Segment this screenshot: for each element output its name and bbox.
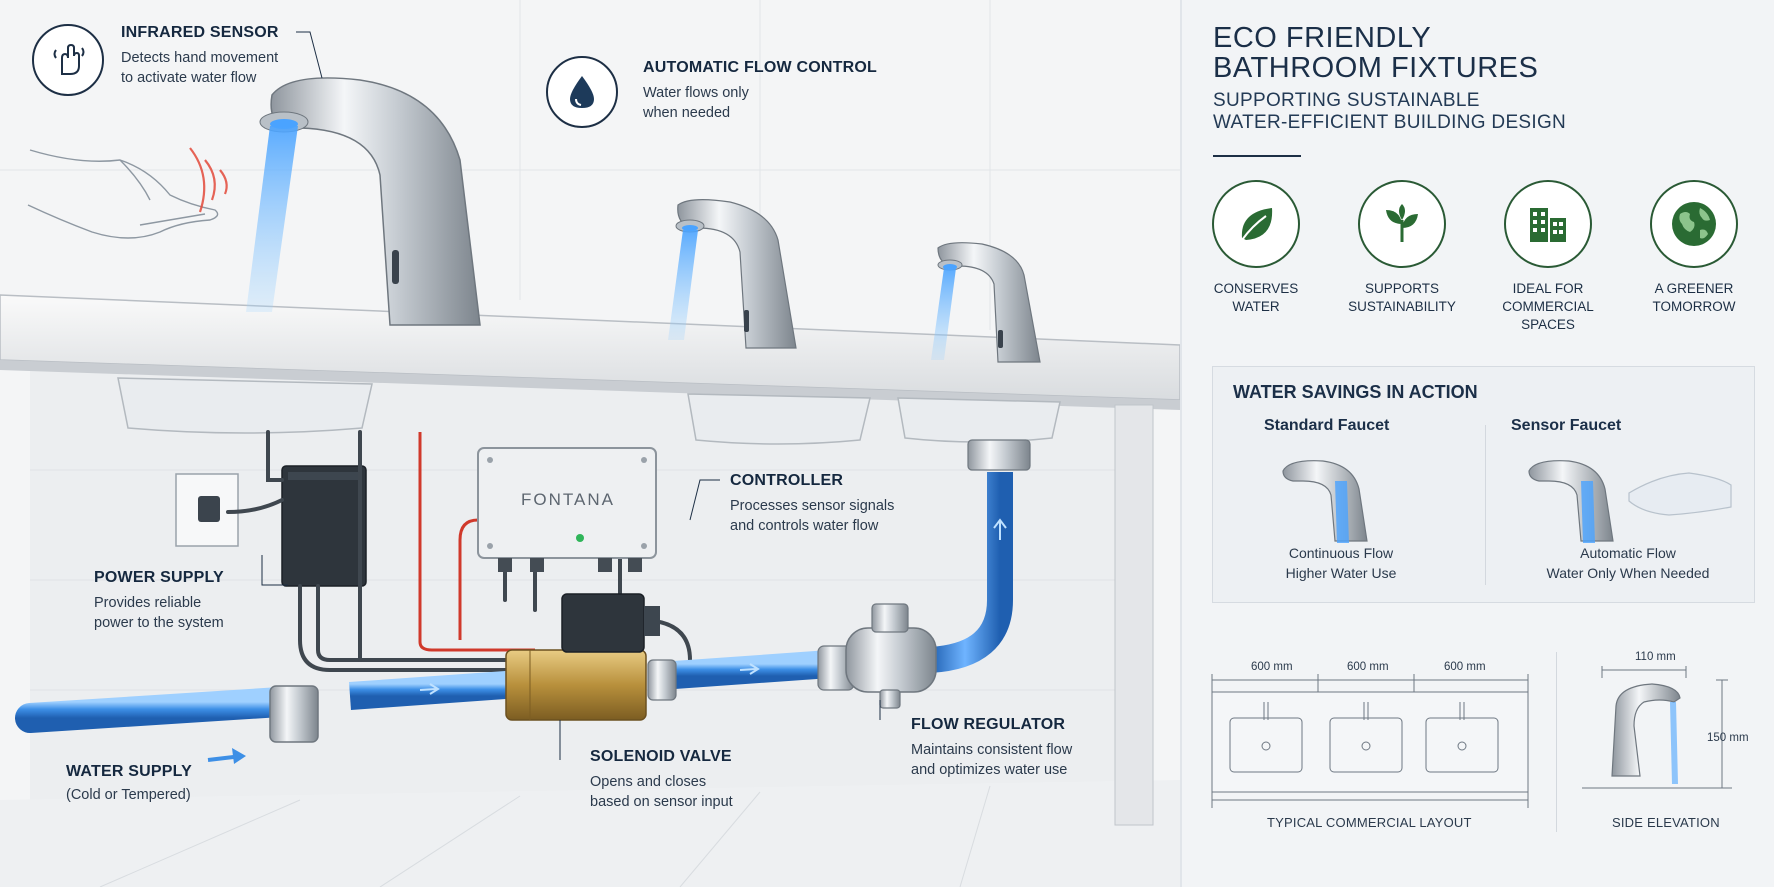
callout-desc-line: when needed [643, 105, 731, 121]
feature-commercial-spaces: IDEAL FOR COMMERCIAL SPACES [1478, 180, 1618, 334]
sensor-caption: Water Only When Needed [1546, 565, 1710, 581]
sprout-icon [1386, 204, 1418, 242]
layout-dimension: 600 mm [1444, 661, 1486, 673]
buildings-icon [1530, 208, 1566, 242]
callout-power-supply: POWER SUPPLY Provides reliable power to … [94, 569, 224, 633]
panel-subtitle: WATER-EFFICIENT BUILDING DESIGN [1213, 112, 1567, 133]
layout-caption: TYPICAL COMMERCIAL LAYOUT [1267, 815, 1472, 830]
feature-label: SUSTAINABILITY [1348, 299, 1456, 314]
feature-label: IDEAL FOR [1512, 281, 1584, 296]
plumbing-illustration [0, 0, 1180, 887]
panel-subtitle: SUPPORTING SUSTAINABLE [1213, 90, 1480, 111]
feature-label: SPACES [1521, 317, 1575, 332]
callout-infrared-sensor: INFRARED SENSOR Detects hand movement to… [121, 24, 279, 88]
solenoid-valve [505, 593, 660, 721]
callout-title: WATER SUPPLY [66, 763, 192, 780]
callout-title: SOLENOID VALVE [590, 748, 732, 765]
callout-desc-line: (Cold or Tempered) [66, 787, 191, 803]
sensor-caption: Automatic Flow [1580, 545, 1676, 561]
layout-dimension: 600 mm [1347, 661, 1389, 673]
panel-title: ECO FRIENDLY [1213, 22, 1432, 54]
leaf-icon [1241, 208, 1273, 241]
commercial-layout-drawing [1211, 674, 1529, 808]
sensor-faucet-illustration [1528, 460, 1732, 543]
controller-brand: FONTANA [521, 490, 615, 509]
callout-title: AUTOMATIC FLOW CONTROL [643, 59, 877, 76]
power-supply-box [281, 465, 367, 587]
callout-automatic-flow-control: AUTOMATIC FLOW CONTROL Water flows only … [643, 59, 877, 123]
callout-desc-line: and optimizes water use [911, 762, 1068, 778]
feature-greener-tomorrow: A GREENER TOMORROW [1624, 180, 1764, 316]
hand-sketch [27, 149, 219, 239]
sensor-faucet-middle [668, 199, 797, 349]
callout-title: FLOW REGULATOR [911, 716, 1066, 733]
callout-title: INFRARED SENSOR [121, 24, 279, 41]
feature-label: A GREENER [1654, 281, 1734, 296]
water-drop-icon [570, 76, 594, 108]
savings-title: WATER SAVINGS IN ACTION [1233, 382, 1478, 402]
feature-label: COMMERCIAL [1502, 299, 1594, 314]
hand-wave-icon [53, 43, 85, 75]
callout-solenoid-valve: SOLENOID VALVE Opens and closes based on… [590, 748, 733, 812]
callout-controller: CONTROLLER Processes sensor signals and … [730, 472, 894, 536]
sensor-waves [189, 147, 228, 213]
sensor-faucet-main [246, 77, 481, 326]
elevation-width-dimension: 110 mm [1635, 651, 1676, 663]
callout-water-supply: WATER SUPPLY (Cold or Tempered) [66, 763, 192, 805]
callout-desc-line: power to the system [94, 615, 224, 631]
elevation-height-dimension: 150 mm [1707, 732, 1749, 744]
elevation-divider [1556, 652, 1557, 832]
standard-caption: Higher Water Use [1285, 565, 1397, 581]
panel-divider [1180, 0, 1182, 887]
callout-flow-regulator: FLOW REGULATOR Maintains consistent flow… [911, 716, 1072, 780]
callout-title: CONTROLLER [730, 472, 844, 489]
side-elevation-drawing [1582, 666, 1732, 789]
title-rule [1213, 155, 1301, 157]
globe-icon [1672, 202, 1716, 246]
feature-label: SUPPORTS [1364, 281, 1440, 296]
hand-sensor-icon-badge [32, 24, 104, 96]
pipe-coupling-left [269, 685, 319, 743]
callout-desc-line: Detects hand movement [121, 50, 279, 66]
feature-label: CONSERVES [1213, 281, 1299, 296]
standard-faucet-heading: Standard Faucet [1264, 417, 1390, 434]
callout-desc-line: Processes sensor signals [730, 498, 895, 514]
flow-regulator [845, 603, 937, 709]
layout-dimension: 600 mm [1251, 661, 1293, 673]
water-savings-card: WATER SAVINGS IN ACTION Standard Faucet … [1212, 366, 1755, 603]
feature-label: TOMORROW [1652, 299, 1736, 314]
sensor-faucet-right [931, 242, 1041, 363]
water-drop-icon-badge [546, 56, 618, 128]
savings-divider [1485, 425, 1486, 585]
panel-title: BATHROOM FIXTURES [1213, 52, 1539, 84]
sensor-faucet-heading: Sensor Faucet [1511, 417, 1622, 434]
callout-title: POWER SUPPLY [94, 569, 224, 586]
callout-desc-line: Water flows only [643, 85, 749, 101]
callout-desc-line: Maintains consistent flow [911, 742, 1073, 758]
elevation-caption: SIDE ELEVATION [1612, 815, 1720, 830]
callout-desc-line: based on sensor input [590, 794, 733, 810]
feature-label: WATER [1232, 299, 1280, 314]
feature-conserves-water: CONSERVES WATER [1186, 180, 1326, 316]
feature-supports-sustainability: SUPPORTS SUSTAINABILITY [1332, 180, 1472, 316]
standard-faucet-illustration [1282, 460, 1368, 543]
standard-caption: Continuous Flow [1288, 545, 1394, 561]
controller-box [477, 447, 657, 572]
callout-desc-line: to activate water flow [121, 70, 257, 86]
callout-desc-line: and controls water flow [730, 518, 879, 534]
callout-desc-line: Provides reliable [94, 595, 202, 611]
callout-desc-line: Opens and closes [590, 774, 707, 790]
